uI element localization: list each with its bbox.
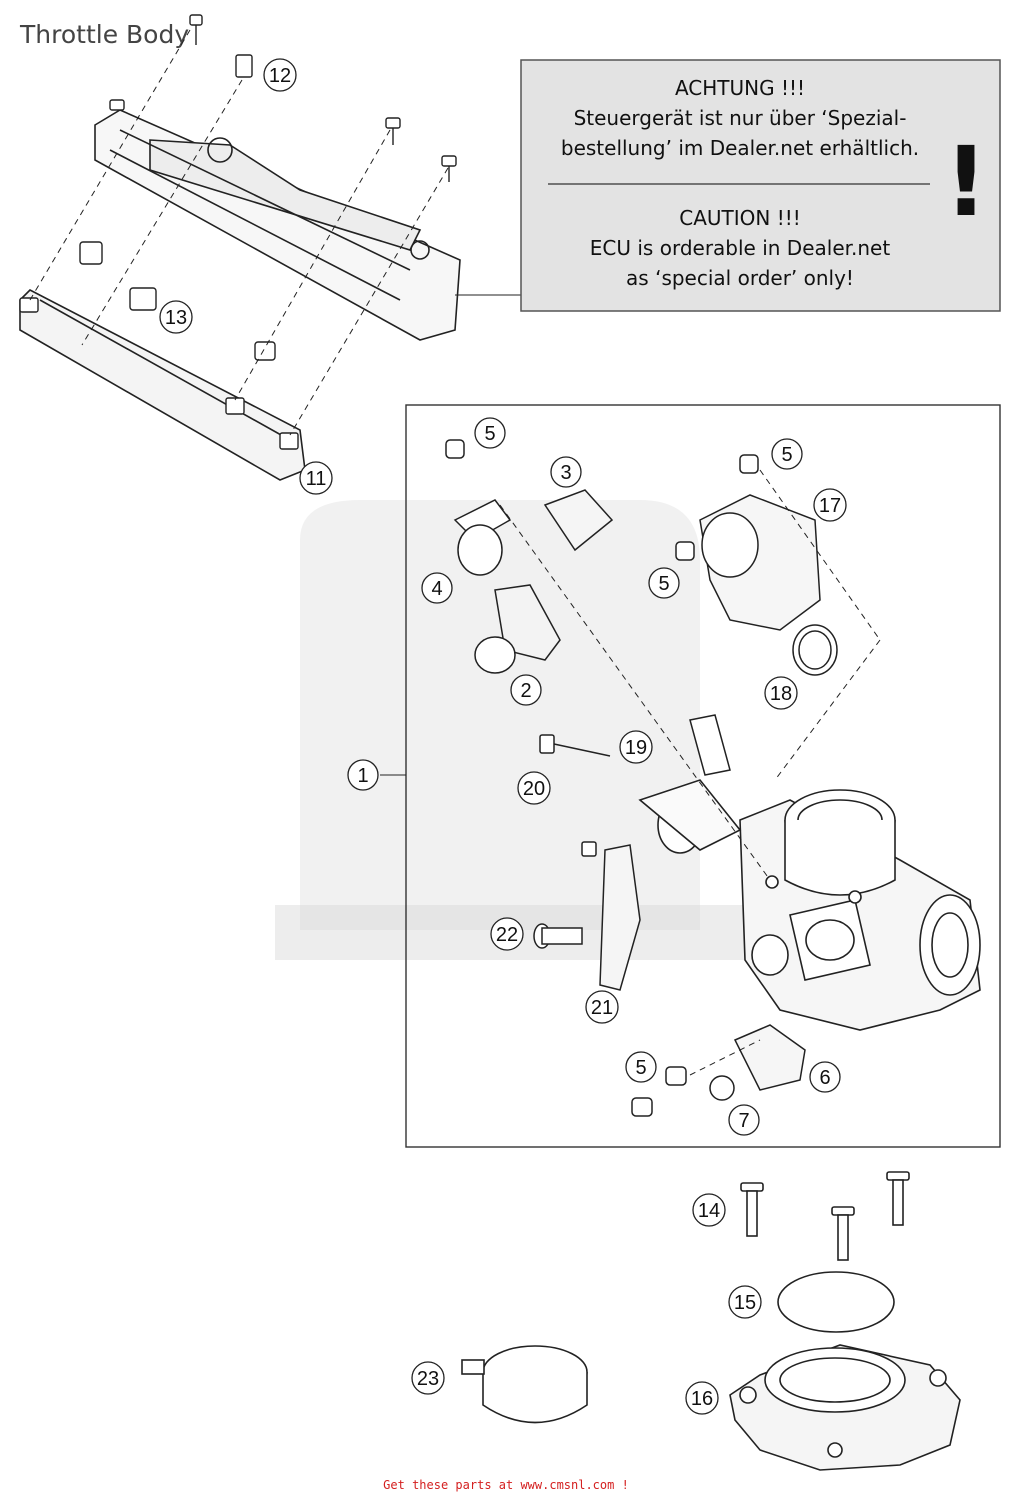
callout-21: 21 <box>585 990 619 1024</box>
svg-text:7: 7 <box>738 1110 749 1132</box>
ecu-fasteners <box>19 14 457 450</box>
callout-13: 13 <box>159 300 193 334</box>
svg-text:15: 15 <box>734 1292 756 1314</box>
svg-text:12: 12 <box>269 65 291 87</box>
svg-text:19: 19 <box>625 737 647 759</box>
svg-text:4: 4 <box>431 578 442 600</box>
svg-text:6: 6 <box>819 1067 830 1089</box>
notice-de-heading: ACHTUNG !!! <box>675 76 805 100</box>
callouts: 1 2 3 4 5 5 5 5 6 7 11 12 13 14 15 16 17… <box>159 58 847 1415</box>
intake-parts <box>461 1171 961 1471</box>
callout-22: 22 <box>490 917 524 951</box>
callout-14: 14 <box>692 1193 726 1227</box>
svg-text:3: 3 <box>560 462 571 484</box>
notice-en-heading: CAUTION !!! <box>679 206 801 230</box>
callout-5d: 5 <box>625 1051 657 1083</box>
svg-text:5: 5 <box>484 423 495 445</box>
svg-text:5: 5 <box>658 573 669 595</box>
throttle-guide-lines <box>499 469 881 1076</box>
callout-18: 18 <box>764 676 798 710</box>
callout-15: 15 <box>728 1285 762 1319</box>
throttle-body-housing <box>638 779 981 1031</box>
svg-text:5: 5 <box>781 444 792 466</box>
svg-text:23: 23 <box>417 1368 439 1390</box>
callout-5a: 5 <box>474 417 506 449</box>
callout-23: 23 <box>411 1361 445 1395</box>
callout-11: 11 <box>299 461 333 495</box>
svg-text:16: 16 <box>691 1388 713 1410</box>
callout-4: 4 <box>421 572 453 604</box>
svg-text:18: 18 <box>770 683 792 705</box>
callout-16: 16 <box>685 1381 719 1415</box>
throttle-body-group-frame <box>405 404 1001 1148</box>
svg-text:14: 14 <box>698 1200 720 1222</box>
svg-text:5: 5 <box>635 1057 646 1079</box>
callout-6: 6 <box>809 1061 841 1093</box>
callout-17: 17 <box>813 488 847 522</box>
svg-text:1: 1 <box>357 765 368 787</box>
svg-text:21: 21 <box>591 997 613 1019</box>
notice-box: ACHTUNG !!! Steuergerät ist nur über ‘Sp… <box>520 59 1001 312</box>
svg-text:13: 13 <box>165 307 187 329</box>
callout-12: 12 <box>263 58 297 92</box>
callout-2: 2 <box>510 674 542 706</box>
watermark-logo <box>275 500 745 960</box>
callout-19: 19 <box>619 730 653 764</box>
notice-en-line2: as ‘special order’ only! <box>626 266 854 290</box>
svg-text:11: 11 <box>306 468 327 490</box>
callout-5c: 5 <box>648 567 680 599</box>
svg-text:20: 20 <box>523 778 545 800</box>
svg-text:17: 17 <box>819 495 841 517</box>
ecu-guide-lines <box>29 29 449 436</box>
sensor-parts <box>445 439 838 1117</box>
page-title: Throttle Body <box>20 20 190 49</box>
callout-5b: 5 <box>771 438 803 470</box>
footer-link[interactable]: Get these parts at www.cmsnl.com ! <box>383 1478 629 1492</box>
warning-exclamation-icon: ! <box>944 126 988 238</box>
callout-1: 1 <box>347 759 379 791</box>
notice-en-line1: ECU is orderable in Dealer.net <box>590 236 891 260</box>
svg-text:2: 2 <box>520 680 531 702</box>
notice-de-line2: bestellung’ im Dealer.net erhältlich. <box>561 136 919 160</box>
callout-20: 20 <box>517 771 551 805</box>
notice-de-line1: Steuergerät ist nur über ‘Spezial- <box>574 106 907 130</box>
ecu-assembly <box>19 109 461 481</box>
svg-text:22: 22 <box>496 924 518 946</box>
callout-3: 3 <box>550 456 582 488</box>
callout-7: 7 <box>728 1104 760 1136</box>
